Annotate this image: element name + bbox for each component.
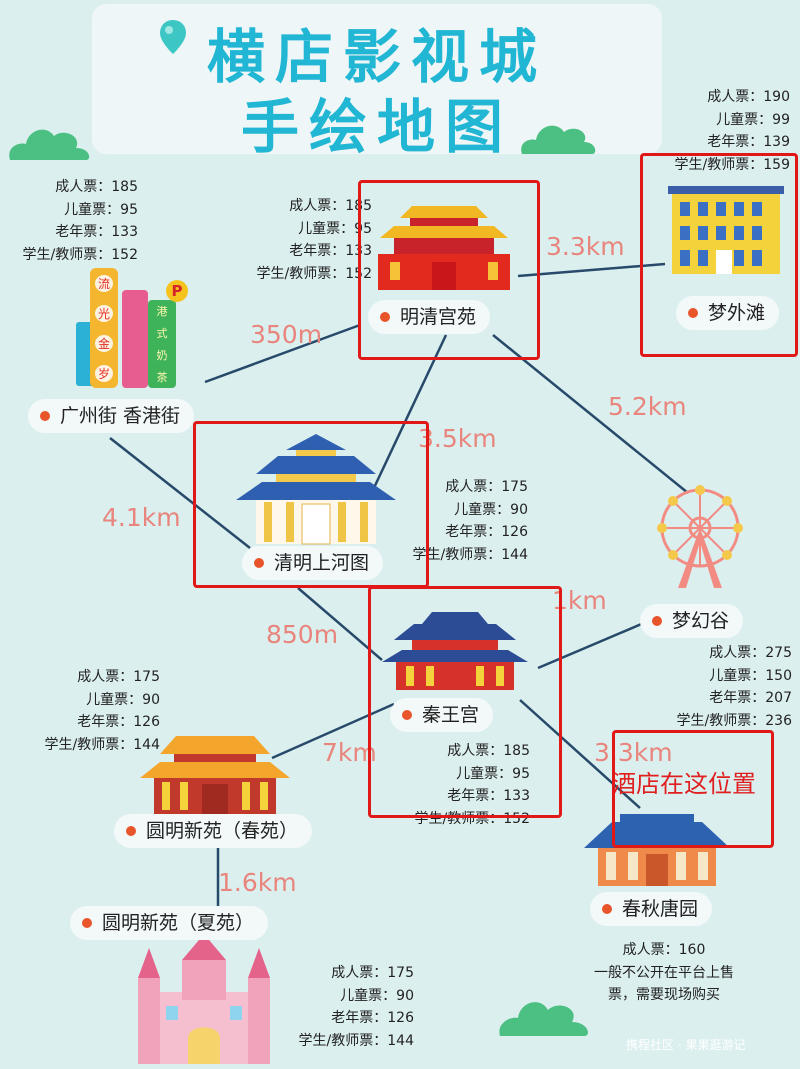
location-label-qinwang[interactable]: 秦王宫 — [390, 698, 494, 732]
route-guangzhou-qingming — [109, 437, 251, 549]
castle-icon — [138, 934, 270, 1064]
distance-label: 350m — [250, 320, 323, 349]
route-qinwang-chunqiu — [519, 699, 641, 809]
price-list-qingming: 成人票：175 儿童票：90 老年票：126 学生/教师票：144 — [412, 479, 528, 563]
map-subtitle: 手绘地图 — [240, 93, 513, 161]
palace-icon — [140, 736, 290, 814]
location-label-mingqing[interactable]: 明清宫苑 — [368, 300, 491, 334]
bush-icon — [521, 125, 596, 154]
title-card: 横店影视城 手绘地图 — [92, 4, 662, 161]
price-list-mingqing: 成人票：185 儿童票：95 老年票：133 学生/教师票：152 — [256, 198, 372, 282]
location-label-guangzhou[interactable]: 广州街 香港街 — [28, 399, 195, 433]
route-ming-qingming — [370, 334, 448, 493]
highlight-box-mengwaitan — [640, 153, 798, 357]
location-label-chunqiu[interactable]: 春秋唐园 — [590, 892, 713, 926]
distance-label: 3.3km — [546, 232, 625, 261]
map-title: 横店影视城 — [206, 23, 547, 91]
hotel-annotation: 酒店在这位置 — [612, 770, 756, 798]
distance-label: 7km — [322, 738, 377, 767]
distance-label: 3.3km — [594, 738, 673, 767]
price-list-chunyuan: 成人票：175 儿童票：90 老年票：126 学生/教师票：144 — [44, 669, 160, 753]
building-icon — [668, 186, 784, 274]
distance-label: 1.6km — [218, 868, 297, 897]
bush-icon — [499, 1002, 588, 1036]
route-qinwang-yuanming — [271, 702, 395, 760]
street-signs: 流 光 金 岁 港 式 奶 茶 P — [76, 262, 188, 392]
location-label-mengwaitan[interactable]: 梦外滩 — [676, 296, 780, 330]
pavilion-icon — [236, 434, 396, 545]
price-list-mengwaitan: 成人票：190 儿童票：99 老年票：139 学生/教师票：159 — [674, 89, 790, 173]
palace-icon — [378, 206, 510, 290]
street-sign-1: 流 光 金 岁 — [90, 268, 118, 388]
location-label-chunyuan[interactable]: 圆明新苑（春苑） — [114, 814, 313, 848]
route-ming-menghuan — [492, 334, 689, 494]
location-label-qingming[interactable]: 清明上河图 — [242, 546, 384, 580]
highlight-box-qingming — [193, 421, 429, 588]
palace-icon — [382, 612, 528, 690]
price-list-xiayuan: 成人票：175 儿童票：90 老年票：126 学生/教师票：144 — [298, 965, 414, 1049]
highlight-box-qinwang — [368, 586, 562, 818]
location-label-menghuan[interactable]: 梦幻谷 — [640, 604, 744, 638]
highlight-box-hotel — [612, 730, 774, 848]
parking-icon: P — [166, 280, 188, 302]
location-label-xiayuan[interactable]: 圆明新苑（夏苑） — [70, 906, 269, 940]
street-sign-pink — [122, 290, 148, 388]
watermark: 携程社区 · 果果逛游记 — [626, 1038, 746, 1052]
ferris-wheel-icon — [657, 485, 743, 588]
price-list-menghuan: 成人票：275 儿童票：150 老年票：207 学生/教师票：236 — [676, 645, 792, 729]
price-list-guangzhou: 成人票：185 儿童票：95 老年票：133 学生/教师票：152 — [22, 179, 138, 263]
distance-label: 850m — [266, 620, 339, 649]
distance-label: 3.5km — [418, 424, 497, 453]
bush-icon — [9, 129, 90, 160]
temple-icon — [584, 814, 730, 886]
highlight-box-mingqing — [358, 180, 540, 360]
route-guangzhou-ming — [204, 323, 361, 384]
street-sign-2: 港 式 奶 茶 — [148, 300, 176, 388]
location-pin-icon — [160, 20, 186, 54]
price-list-qinwang: 成人票：185 儿童票：95 老年票：133 学生/教师票：152 — [414, 743, 530, 827]
distance-label: 4.1km — [102, 503, 181, 532]
distance-label: 5.2km — [608, 392, 687, 421]
price-list-chunqiu: 成人票：160 一般不公开在平台上售 票，需要现场购买 — [594, 942, 734, 1003]
